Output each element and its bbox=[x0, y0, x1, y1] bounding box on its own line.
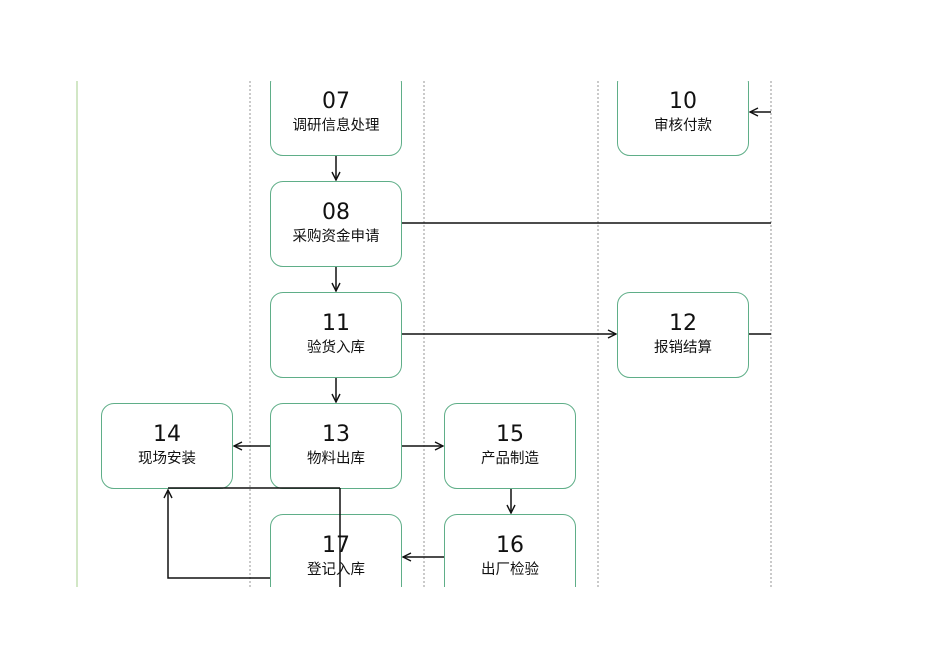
node-number: 16 bbox=[496, 533, 524, 558]
node-label: 出厂检验 bbox=[481, 562, 539, 578]
node-16[interactable]: 16 出厂检验 bbox=[444, 514, 576, 600]
node-number: 14 bbox=[153, 422, 181, 447]
node-07[interactable]: 07 调研信息处理 bbox=[270, 70, 402, 156]
node-label: 报销结算 bbox=[654, 340, 712, 356]
node-number: 10 bbox=[669, 89, 697, 114]
page-margin-top bbox=[0, 0, 950, 81]
node-15[interactable]: 15 产品制造 bbox=[444, 403, 576, 489]
page-margin-bottom bbox=[0, 587, 950, 672]
node-12[interactable]: 12 报销结算 bbox=[617, 292, 749, 378]
node-label: 审核付款 bbox=[654, 118, 712, 134]
node-label: 采购资金申请 bbox=[292, 229, 380, 245]
arrow-loop-to-14 bbox=[168, 490, 272, 587]
node-number: 08 bbox=[322, 200, 350, 225]
node-number: 15 bbox=[496, 422, 524, 447]
node-label: 物料出库 bbox=[307, 451, 365, 467]
node-label: 登记入库 bbox=[307, 562, 365, 578]
node-number: 12 bbox=[669, 311, 697, 336]
node-08[interactable]: 08 采购资金申请 bbox=[270, 181, 402, 267]
node-13[interactable]: 13 物料出库 bbox=[270, 403, 402, 489]
node-10[interactable]: 10 审核付款 bbox=[617, 70, 749, 156]
node-number: 17 bbox=[322, 533, 350, 558]
node-14[interactable]: 14 现场安装 bbox=[101, 403, 233, 489]
node-label: 现场安装 bbox=[138, 451, 196, 467]
node-number: 07 bbox=[322, 89, 350, 114]
node-11[interactable]: 11 验货入库 bbox=[270, 292, 402, 378]
node-number: 13 bbox=[322, 422, 350, 447]
node-label: 验货入库 bbox=[307, 340, 365, 356]
node-number: 11 bbox=[322, 311, 350, 336]
node-label: 调研信息处理 bbox=[292, 118, 380, 134]
node-label: 产品制造 bbox=[481, 451, 539, 467]
